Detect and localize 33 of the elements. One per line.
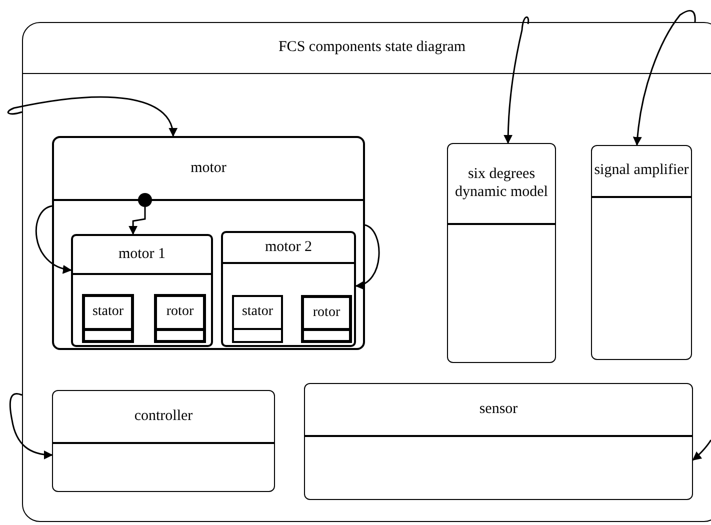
transition-arrow: [355, 224, 380, 289]
state-box: [232, 295, 283, 343]
state-box: [82, 294, 134, 343]
state-box: [447, 143, 556, 363]
state-box: [52, 136, 365, 350]
state-name: six degrees dynamic model: [454, 166, 549, 201]
state-box: [22, 22, 711, 522]
state-box: [304, 383, 693, 500]
state-name: motor 2: [264, 238, 312, 256]
state-name: controller: [134, 408, 193, 426]
transition-arrow: [35, 205, 72, 273]
state-box: [71, 234, 213, 347]
state-name: signal amplifier: [594, 162, 689, 180]
transition-arrow: [7, 96, 177, 137]
transition-arrow: [633, 10, 696, 146]
state-name: motor 1: [118, 246, 166, 264]
state-name: rotor: [312, 304, 340, 322]
state-box: [154, 294, 206, 343]
state-name: rotor: [166, 304, 194, 321]
state-box: [221, 231, 356, 347]
transition-arrow: [9, 393, 53, 460]
state-name: stator: [242, 304, 274, 321]
transition-arrow: [504, 16, 530, 144]
state-name: FCS components state diagram: [278, 39, 466, 57]
state-name: motor: [190, 160, 226, 178]
state-box: [591, 145, 692, 360]
initial-state-dot: [138, 193, 152, 207]
state-name: stator: [92, 304, 124, 321]
transition-arrow: [692, 440, 711, 461]
transition-arrow: [128, 207, 146, 235]
state-name: sensor: [479, 400, 518, 418]
state-box: [301, 295, 352, 343]
state-box: [52, 390, 275, 492]
